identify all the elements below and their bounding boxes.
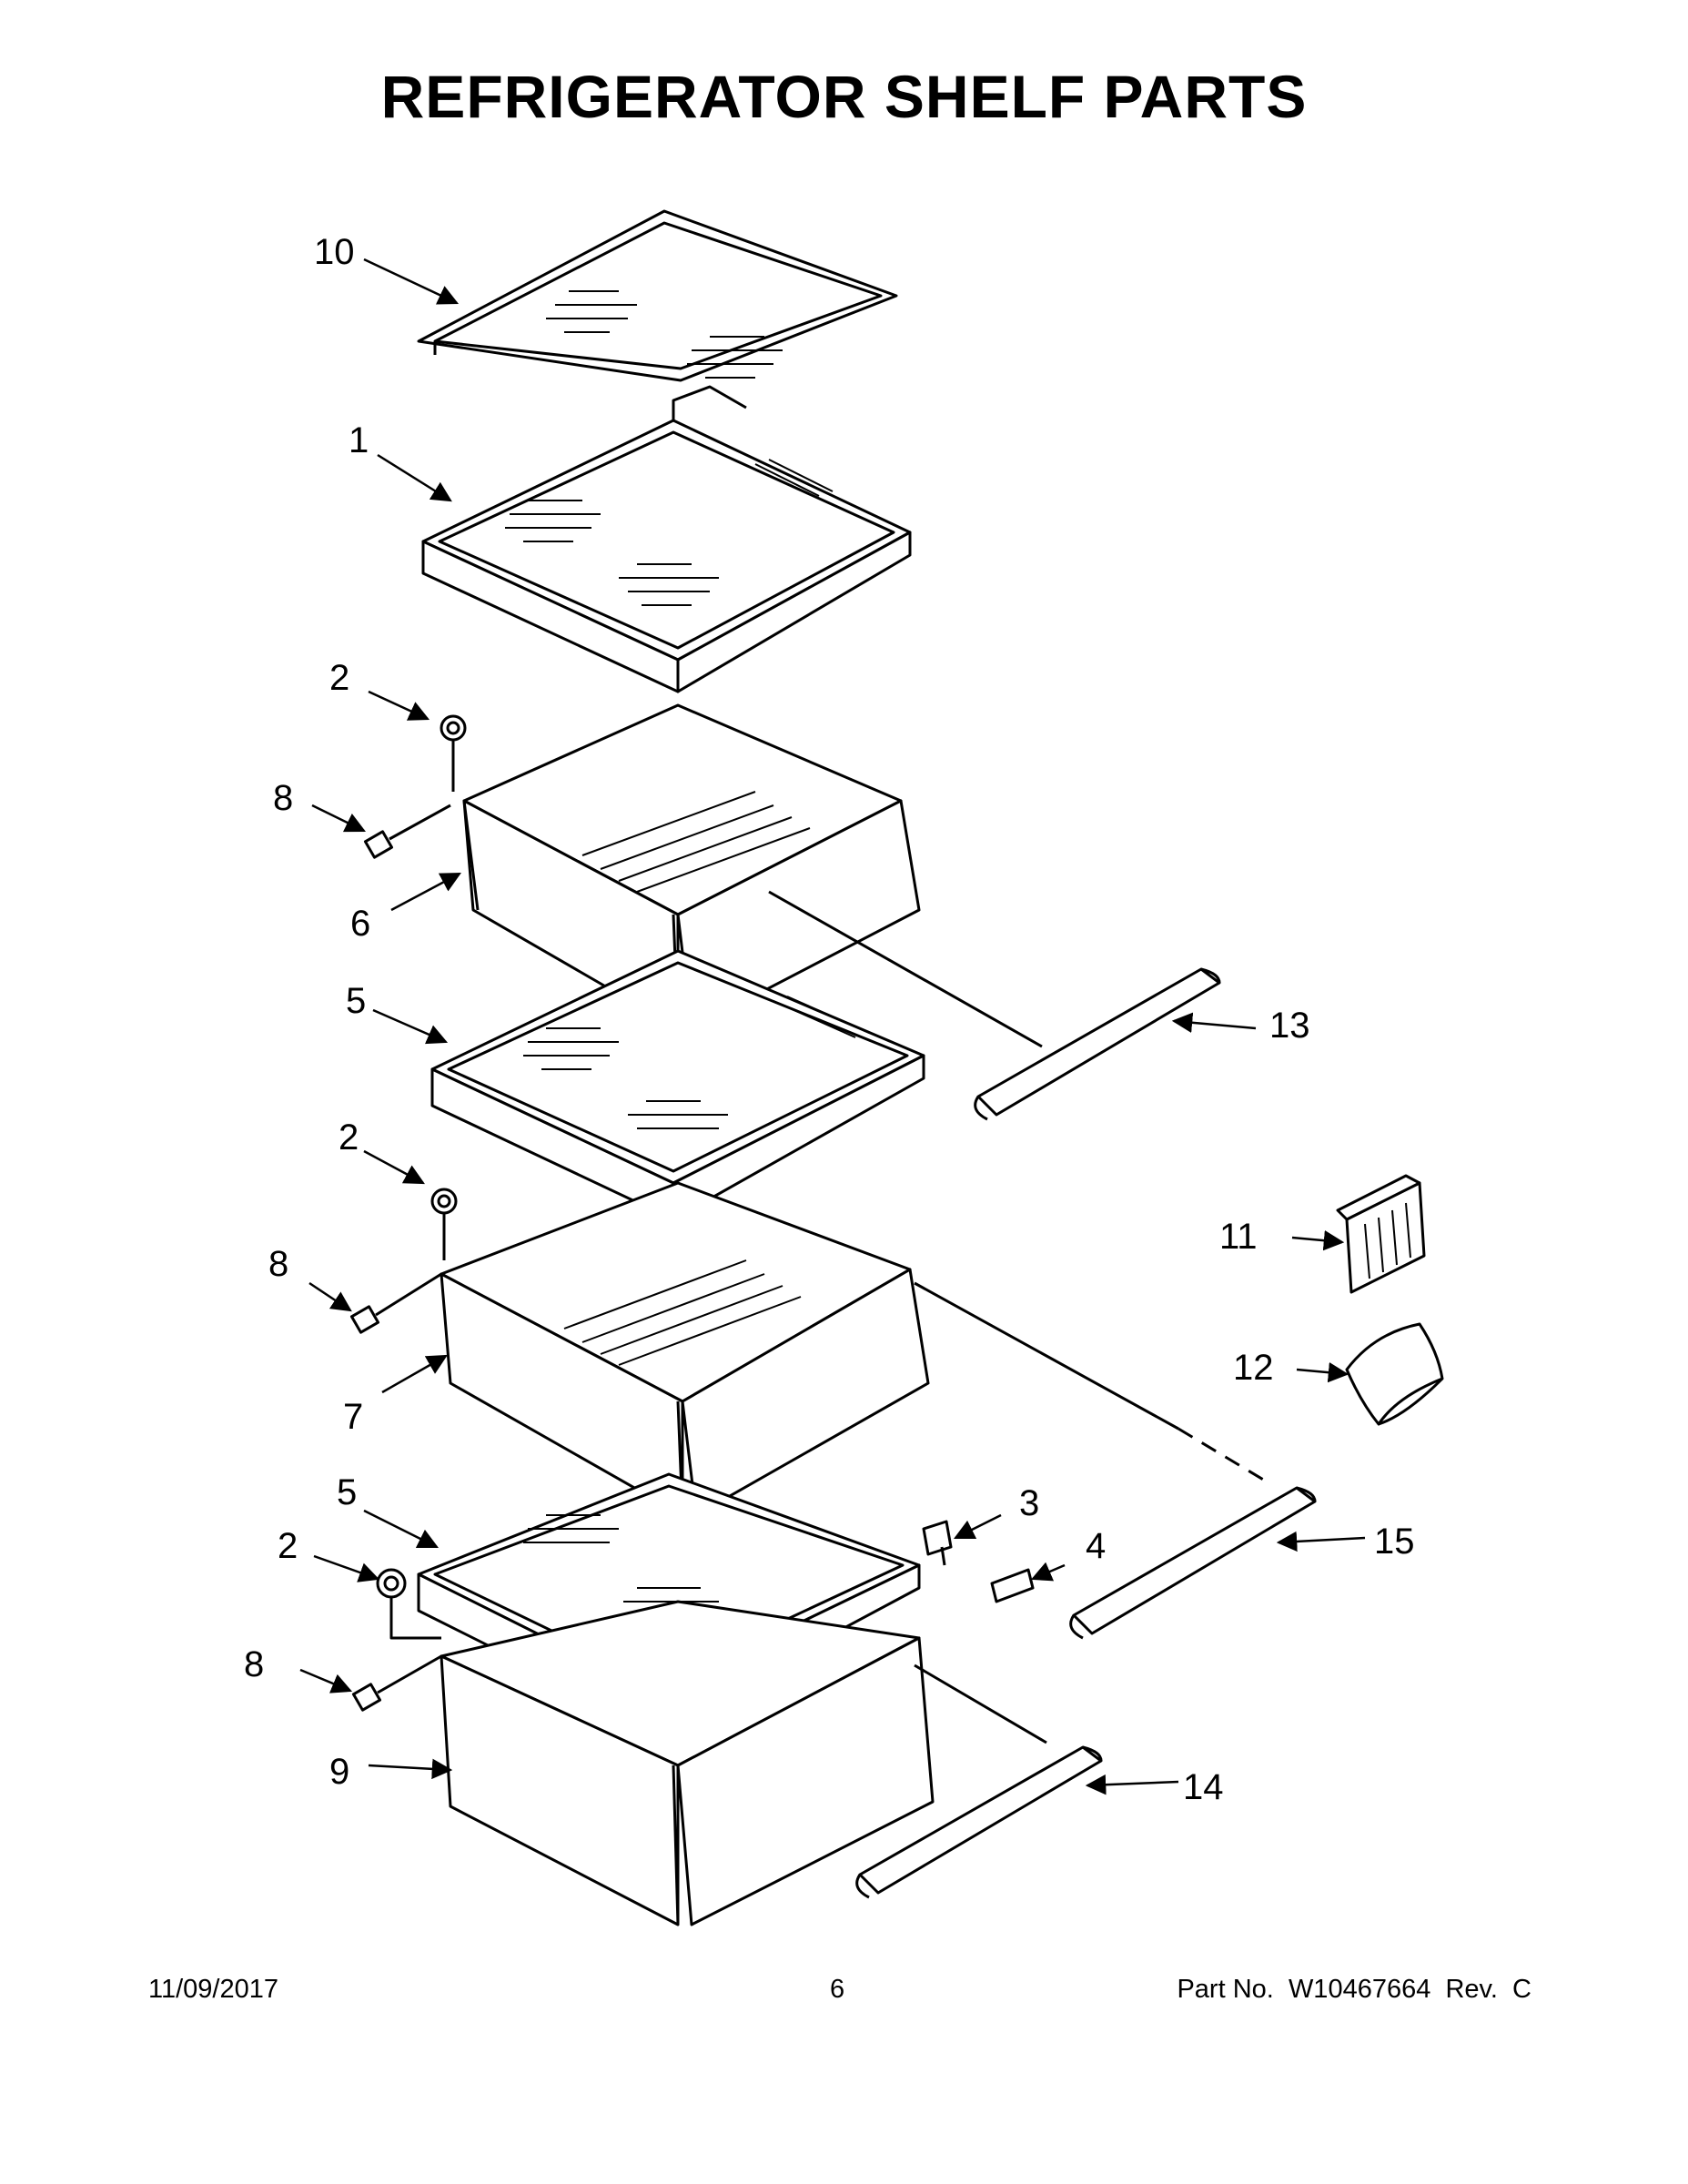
part-13-rail: [768, 890, 1221, 1121]
part-2-roller-a: [440, 714, 467, 792]
callout-15: 15: [1374, 1522, 1415, 1562]
callout-2b: 2: [339, 1117, 359, 1158]
part-6-drawer: [462, 703, 921, 1030]
part-14-rail: [855, 1663, 1103, 1899]
part-9-drawer: [440, 1600, 935, 1926]
part-2-roller-c: [376, 1568, 441, 1640]
callout-14: 14: [1183, 1767, 1224, 1807]
part-7-drawer: [440, 1181, 930, 1517]
part-2-roller-b: [430, 1188, 458, 1260]
callout-4: 4: [1086, 1526, 1106, 1566]
callout-9: 9: [329, 1752, 349, 1792]
part-3-clip: [922, 1520, 953, 1566]
callout-labels: 10 1 2 8 6 5 13 2 8 11 12 7 5 3 4 15 2 8…: [244, 232, 1415, 1807]
callout-2c: 2: [278, 1526, 298, 1566]
part-8-pin-a: [363, 804, 451, 859]
part-15-rail: [914, 1281, 1317, 1640]
part-8-pin-b: [349, 1272, 442, 1334]
callout-5a: 5: [346, 981, 366, 1021]
part-1-shelf-frame: [421, 385, 912, 693]
callout-5b: 5: [337, 1472, 357, 1512]
part-5-shelf-upper: [430, 949, 925, 1221]
page-title: REFRIGERATOR SHELF PARTS: [380, 63, 1308, 130]
callout-8a: 8: [273, 778, 293, 818]
callout-11: 11: [1219, 1217, 1258, 1257]
callout-10: 10: [314, 232, 355, 272]
callout-1: 1: [349, 420, 369, 460]
callout-13: 13: [1269, 1006, 1310, 1046]
callout-3: 3: [1019, 1483, 1039, 1523]
footer-part-number: Part No. W10467664 Rev. C: [1177, 1975, 1531, 2004]
part-12-cover: [1345, 1322, 1444, 1426]
part-8-pin-c: [351, 1654, 442, 1712]
callout-2a: 2: [329, 658, 349, 698]
part-11-control: [1336, 1174, 1426, 1294]
footer-date: 11/09/2017: [148, 1975, 278, 2004]
callout-7: 7: [343, 1397, 363, 1437]
part-10-glass-shelf: [417, 209, 898, 382]
leader-arrows: [299, 258, 1366, 1795]
callout-12: 12: [1233, 1348, 1274, 1388]
callout-6: 6: [350, 904, 370, 944]
footer-page-number: 6: [830, 1975, 845, 2004]
part-4-clip: [990, 1568, 1035, 1603]
callout-8b: 8: [268, 1244, 288, 1284]
callout-8c: 8: [244, 1644, 264, 1684]
